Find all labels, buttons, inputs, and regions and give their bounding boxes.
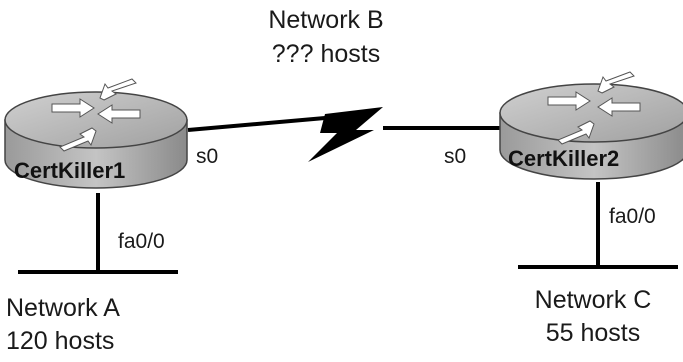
router-top: [499, 83, 683, 143]
interface-label-r2-serial: s0: [444, 145, 467, 168]
router-name-certkiller2: CertKiller2: [508, 146, 620, 171]
router-certkiller2[interactable]: [499, 71, 683, 180]
network-b-name: Network B: [268, 6, 384, 34]
interface-label-r2-lan: fa0/0: [609, 205, 656, 228]
serial-link-left: [187, 116, 326, 132]
network-a-label: Network A 120 hosts: [6, 296, 120, 354]
interface-label-r1-serial: s0: [196, 145, 219, 168]
network-a-name: Network A: [6, 294, 120, 322]
router-top: [4, 91, 188, 149]
serial-zigzag-icon: [308, 107, 383, 162]
router-certkiller1[interactable]: [4, 78, 188, 189]
network-b-label: Network B ??? hosts: [238, 8, 414, 67]
interface-label-r1-lan: fa0/0: [118, 230, 165, 253]
router-name-certkiller1: CertKiller1: [14, 158, 126, 183]
serial-link: [187, 107, 500, 162]
network-b-hosts: ??? hosts: [271, 40, 381, 68]
router-arrows-icon: [51, 78, 141, 152]
router-arrows-icon: [547, 71, 641, 145]
network-c-name: Network C: [534, 286, 652, 314]
network-c-label: Network C 55 hosts: [508, 288, 678, 346]
network-c-hosts: 55 hosts: [545, 319, 641, 347]
network-a-hosts: 120 hosts: [6, 327, 115, 355]
